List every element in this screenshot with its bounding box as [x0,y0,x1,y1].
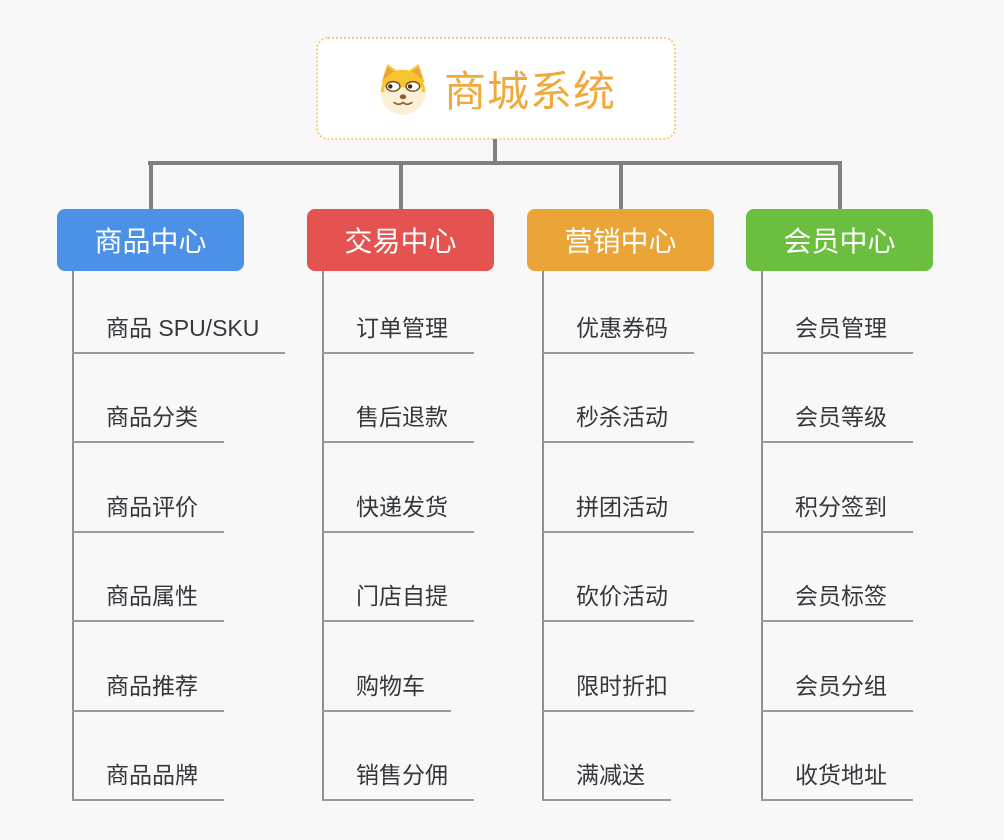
item-row: 购物车 [322,622,474,712]
item-node[interactable]: 积分签到 [761,488,913,533]
item-row: 商品 SPU/SKU [72,271,286,354]
item-node[interactable]: 商品评价 [72,488,224,533]
connector-drop-0 [148,163,153,209]
connector-branch-vline-3 [761,271,763,801]
item-node[interactable]: 商品分类 [72,398,224,444]
item-row: 商品属性 [72,533,285,623]
item-node[interactable]: 售后退款 [322,398,474,444]
connector-root-stem [493,139,497,165]
item-row: 秒杀活动 [542,354,694,444]
branch-label: 商品中心 [94,226,207,257]
item-row: 满减送 [542,712,694,801]
item-node[interactable]: 秒杀活动 [542,398,694,444]
item-node[interactable]: 订单管理 [322,309,474,354]
item-row: 会员等级 [761,354,913,444]
doge-icon [376,62,430,116]
branch-node-2[interactable]: 营销中心 [527,209,714,271]
item-node[interactable]: 商品推荐 [72,667,224,712]
item-row: 商品品牌 [72,712,285,801]
item-row: 砍价活动 [542,533,694,623]
branch-node-3[interactable]: 会员中心 [746,209,933,271]
connector-drop-1 [398,163,403,209]
item-row: 订单管理 [322,271,474,354]
item-row: 门店自提 [322,533,474,623]
item-node[interactable]: 拼团活动 [542,488,694,533]
item-node[interactable]: 商品 SPU/SKU [72,309,286,354]
item-node[interactable]: 会员标签 [761,577,913,623]
root-title: 商城系统 [443,68,616,115]
item-row: 限时折扣 [542,622,694,712]
item-row: 销售分佣 [322,712,474,801]
connector-drop-2 [618,163,623,209]
connector-horizontal-bar [148,161,842,165]
item-node[interactable]: 快递发货 [322,488,474,533]
item-row: 商品推荐 [72,622,285,712]
item-node[interactable]: 门店自提 [322,577,474,623]
item-node[interactable]: 满减送 [542,756,671,801]
item-row: 积分签到 [761,443,913,533]
item-node[interactable]: 商品属性 [72,577,224,623]
item-node[interactable]: 会员等级 [761,398,913,444]
connector-branch-vline-1 [322,271,324,801]
root-node[interactable]: 商城系统 [316,37,676,140]
item-node[interactable]: 会员分组 [761,667,913,712]
branch-node-1[interactable]: 交易中心 [307,209,494,271]
connector-branch-vline-2 [542,271,544,801]
branch-label: 交易中心 [344,226,457,257]
item-row: 会员标签 [761,533,913,623]
branch-items-0: 商品 SPU/SKU 商品分类商品评价商品属性商品推荐商品品牌 [72,271,286,801]
item-node[interactable]: 会员管理 [761,309,913,354]
item-row: 会员管理 [761,271,913,354]
branch-items-1: 订单管理售后退款快递发货门店自提购物车销售分佣 [322,271,474,801]
connector-branch-vline-0 [72,271,74,801]
branch-label: 会员中心 [783,226,896,257]
item-node[interactable]: 优惠券码 [542,309,694,354]
item-node[interactable]: 销售分佣 [322,756,474,801]
item-row: 快递发货 [322,443,474,533]
item-node[interactable]: 砍价活动 [542,577,694,623]
branch-items-3: 会员管理会员等级积分签到会员标签会员分组收货地址 [761,271,913,801]
branch-items-2: 优惠券码秒杀活动拼团活动砍价活动限时折扣满减送 [542,271,694,801]
branch-node-0[interactable]: 商品中心 [57,209,244,271]
item-row: 拼团活动 [542,443,694,533]
item-row: 会员分组 [761,622,913,712]
item-node[interactable]: 限时折扣 [542,667,694,712]
branch-label: 营销中心 [564,226,677,257]
item-row: 商品评价 [72,443,285,533]
item-node[interactable]: 购物车 [322,667,451,712]
item-row: 售后退款 [322,354,474,444]
item-row: 优惠券码 [542,271,694,354]
item-row: 收货地址 [761,712,913,801]
item-node[interactable]: 商品品牌 [72,756,224,801]
connector-drop-3 [837,163,842,209]
item-node[interactable]: 收货地址 [761,756,913,801]
item-row: 商品分类 [72,354,285,444]
